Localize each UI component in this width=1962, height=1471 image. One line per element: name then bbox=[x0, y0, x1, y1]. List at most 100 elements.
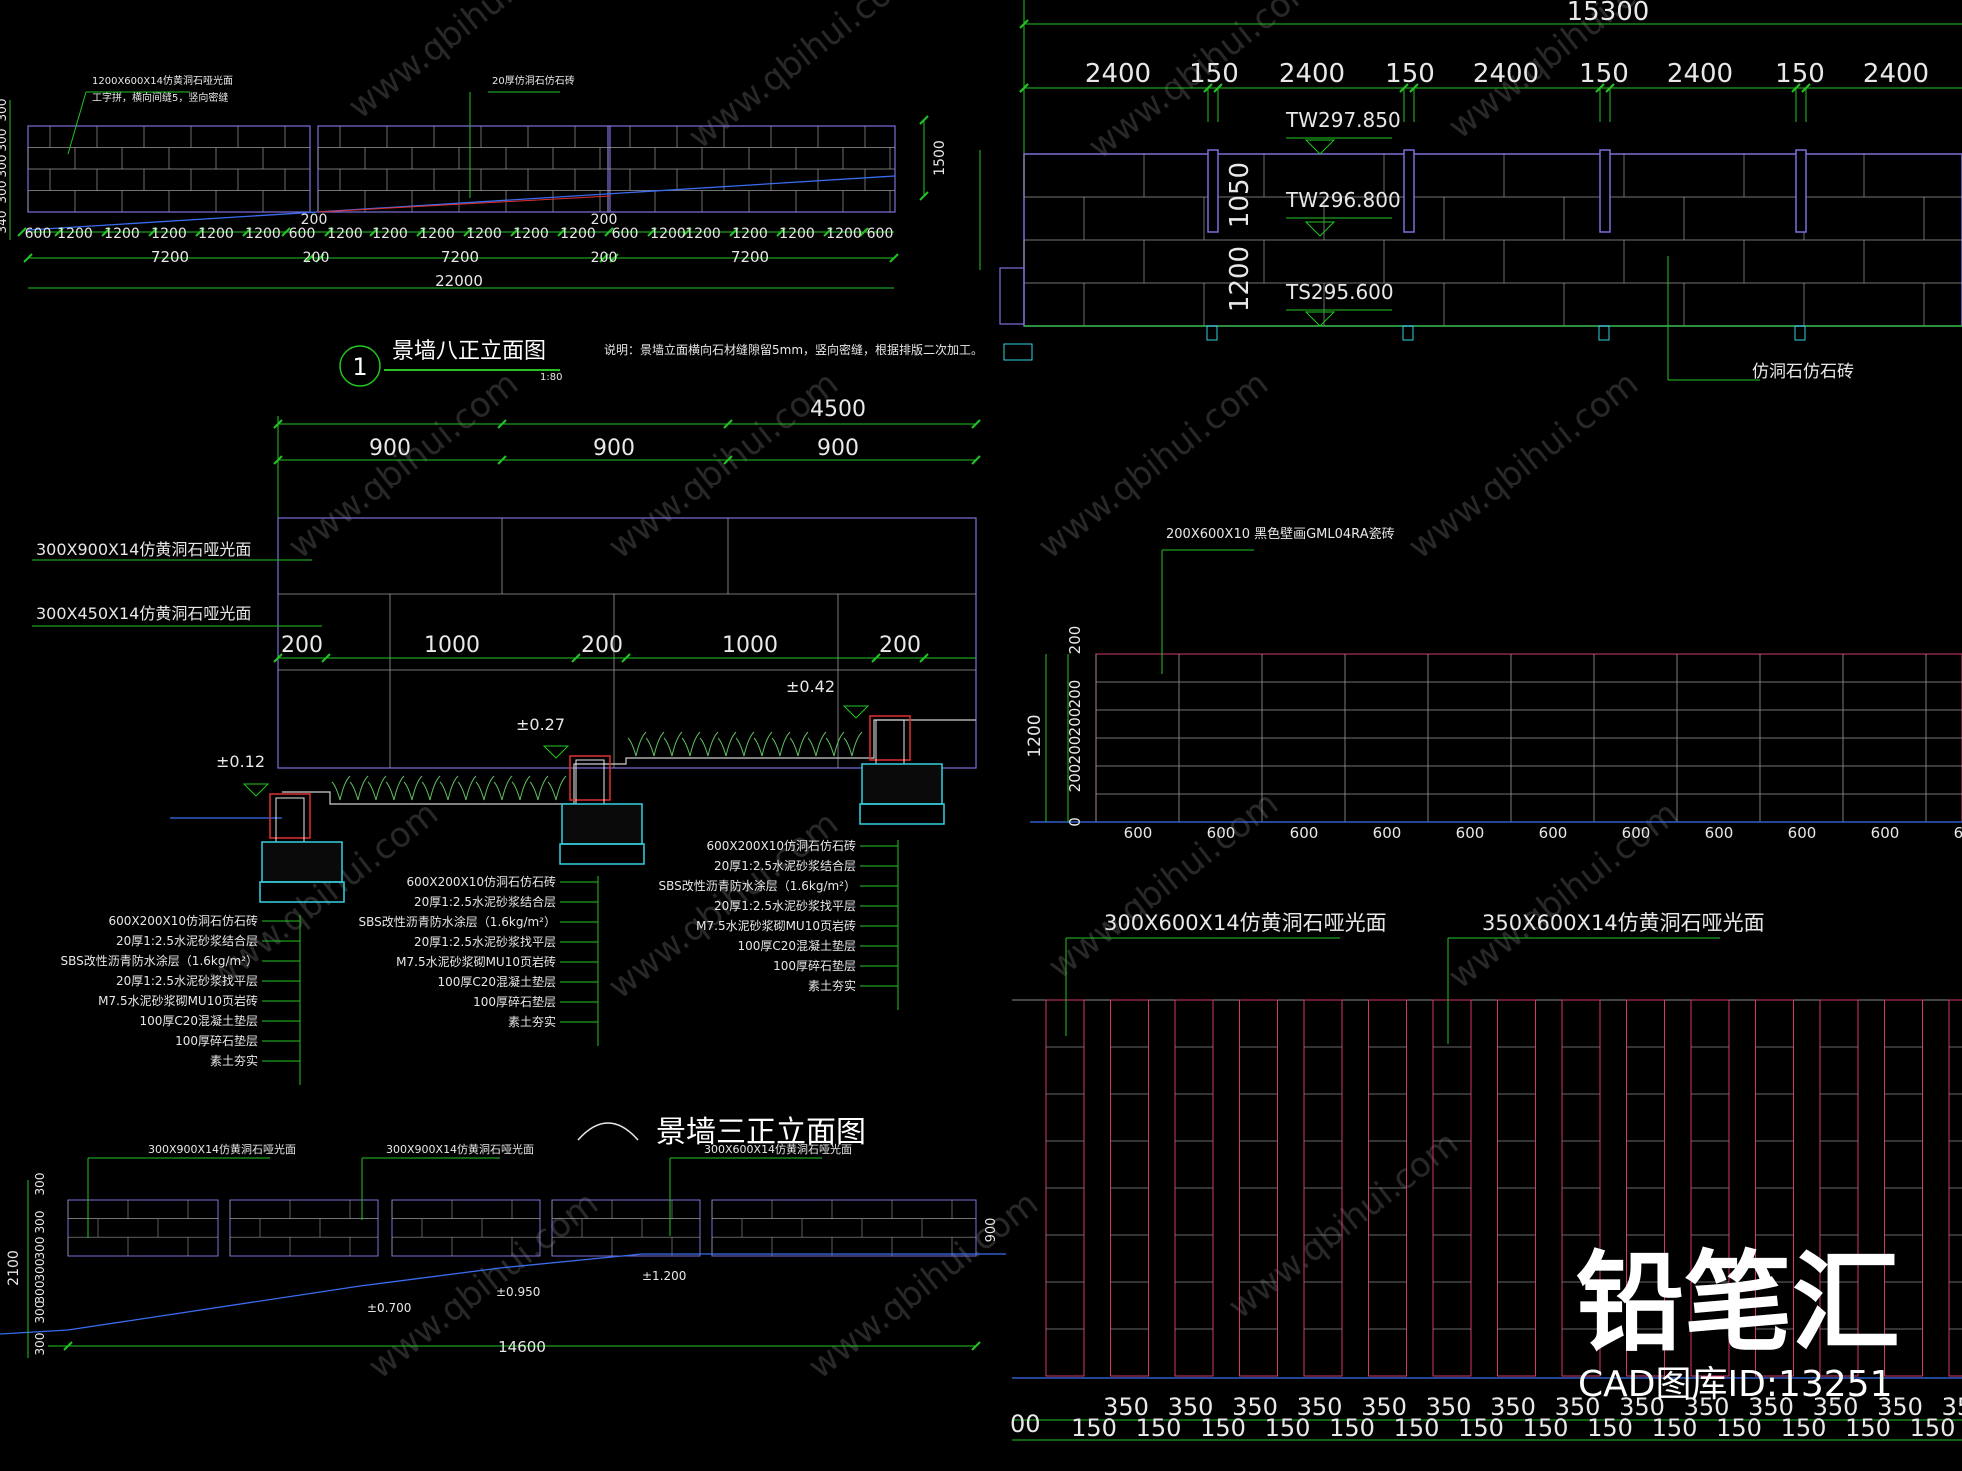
d2-pad bbox=[1402, 325, 1414, 341]
d2-post-footing bbox=[1003, 343, 1033, 361]
d6-upper-dim: 350 bbox=[1684, 1393, 1730, 1421]
d1-row-dim: 1200 bbox=[198, 226, 234, 242]
d6-lower-dim: 150 bbox=[1200, 1414, 1246, 1442]
dim-tick bbox=[305, 253, 315, 263]
d4-bottom-dim: 600 bbox=[1705, 824, 1734, 842]
d3-plant bbox=[807, 731, 827, 757]
d4-label: 200X600X10 黑色壁画GML04RA瓷砖 bbox=[1166, 526, 1395, 542]
drawing-2-linework bbox=[979, 0, 1962, 381]
d5-left-dim: 300 bbox=[33, 1259, 47, 1282]
d6-lower-dim: 150 bbox=[1652, 1414, 1698, 1442]
dim-tick bbox=[971, 455, 981, 465]
d3-top-dim: 900 bbox=[369, 436, 411, 461]
d2-module-dim: 150 bbox=[1579, 59, 1629, 89]
d2-elev-marker bbox=[1304, 221, 1336, 237]
d6-upper-dim: 350 bbox=[1361, 1393, 1407, 1421]
drawing-5-elevation-wall-3: 景墙三正立面图 300X900X14仿黄洞石哑光面 300X900X14仿黄洞石… bbox=[0, 1115, 1006, 1358]
d3-elev-marker bbox=[242, 783, 270, 797]
d3-layer-label: M7.5水泥砂浆砌MU10页岩砖 bbox=[696, 918, 856, 933]
d6-label-2: 350X600X14仿黄洞石哑光面 bbox=[1482, 911, 1765, 935]
dim-tick bbox=[776, 227, 786, 237]
d3-mid-dim: 200 bbox=[281, 633, 323, 658]
d4-bottom-dim: 600 bbox=[1124, 824, 1153, 842]
d2-module-dim: 150 bbox=[1189, 59, 1239, 89]
d4-bottom-dim: 600 bbox=[1373, 824, 1402, 842]
d4-bottom-dim: 600 bbox=[1207, 824, 1236, 842]
d5-left-dim: 300 bbox=[33, 1211, 47, 1234]
d6-lower-dim: 150 bbox=[1458, 1414, 1504, 1442]
d6-upper-dim: 350 bbox=[1877, 1393, 1923, 1421]
d3-section-footing bbox=[561, 803, 643, 845]
d3-layer-label: M7.5水泥砂浆砌MU10页岩砖 bbox=[396, 954, 556, 969]
dim-tick bbox=[416, 227, 426, 237]
d1-remark: 说明：景墙立面横向石材缝隙留5mm，竖向密缝，根据排版二次加工。 bbox=[604, 342, 983, 357]
d3-plant bbox=[825, 731, 845, 757]
d3-layer-label: 素土夯实 bbox=[808, 978, 856, 993]
d1-left-stack-dim: 300 bbox=[0, 99, 9, 122]
d5-left-dim: 300 bbox=[33, 1333, 47, 1356]
drawing-4-tile-wall: 200X600X10 黑色壁画GML04RA瓷砖 1200 2002002002… bbox=[1025, 526, 1962, 842]
d3-plant bbox=[645, 731, 665, 757]
dim-tick bbox=[571, 653, 581, 663]
d2-h1: 1050 bbox=[1225, 162, 1255, 228]
d1-row-dim: 1200 bbox=[151, 226, 187, 242]
d3-plant bbox=[475, 775, 495, 801]
d5-label-1: 300X900X14仿黄洞石哑光面 bbox=[148, 1142, 296, 1156]
d5-label-3: 300X600X14仿黄洞石哑光面 bbox=[704, 1142, 852, 1156]
d3-layer-callouts-b: 600X200X10仿洞石仿石砖20厚1:2.5水泥砂浆结合层SBS改性沥青防水… bbox=[359, 874, 556, 1029]
dim-tick bbox=[281, 227, 291, 237]
dim-tick bbox=[273, 653, 283, 663]
dim-tick bbox=[17, 227, 27, 237]
d6-upper-dim: 350 bbox=[1619, 1393, 1665, 1421]
d3-layer-label: 20厚1:2.5水泥砂浆结合层 bbox=[116, 933, 258, 948]
dim-tick bbox=[510, 227, 520, 237]
dim-tick bbox=[919, 191, 929, 201]
d3-layer-label: 素土夯实 bbox=[508, 1014, 556, 1029]
d1-row-dim: 1200 bbox=[419, 226, 455, 242]
d2-notch bbox=[1403, 149, 1415, 233]
d3-elev-c: ±0.42 bbox=[786, 677, 835, 696]
d2-total-dim: 15300 bbox=[1567, 0, 1650, 27]
d1-row-dim: 1200 bbox=[650, 226, 686, 242]
d5-panel bbox=[229, 1199, 379, 1257]
dim-tick bbox=[148, 227, 158, 237]
dim-tick bbox=[101, 227, 111, 237]
d1-height-dim: 1500 bbox=[932, 140, 948, 176]
d5-left-dim: 300 bbox=[33, 1281, 47, 1304]
d1-row-dim: 1200 bbox=[779, 226, 815, 242]
d4-left-dim: 200 bbox=[1066, 708, 1084, 737]
d3-plant bbox=[457, 775, 477, 801]
d2-module-dim: 2400 bbox=[1085, 59, 1151, 89]
d3-plant bbox=[439, 775, 459, 801]
dim-tick bbox=[321, 653, 331, 663]
d3-layer-label: 素土夯实 bbox=[210, 1053, 258, 1068]
d3-plant bbox=[493, 775, 513, 801]
d3-plant bbox=[681, 731, 701, 757]
d1-note-top-left-1: 1200X600X14仿黄洞石哑光面 bbox=[92, 74, 233, 87]
d3-layer-label: 600X200X10仿洞石仿石砖 bbox=[108, 913, 258, 928]
d3-layer-label: 100厚碎石垫层 bbox=[773, 958, 856, 973]
d3-plant bbox=[717, 731, 737, 757]
dim-tick bbox=[919, 653, 929, 663]
d2-pad bbox=[1206, 325, 1218, 341]
d2-module-dim: 150 bbox=[1775, 59, 1825, 89]
d1-red-line bbox=[317, 195, 611, 213]
d5-left-dim: 300 bbox=[33, 1173, 47, 1196]
dim-tick bbox=[557, 227, 567, 237]
d5-elev-1: ±0.700 bbox=[367, 1301, 411, 1315]
d1-group-dim: 200 bbox=[591, 250, 618, 266]
d3-plant bbox=[511, 775, 531, 801]
d3-plant bbox=[421, 775, 441, 801]
d6-lower-dim: 150 bbox=[1136, 1414, 1182, 1442]
d4-bottom-dim: 600 bbox=[1871, 824, 1900, 842]
d2-module-dim: 2400 bbox=[1667, 59, 1733, 89]
d3-layer-callouts-c: 600X200X10仿洞石仿石砖20厚1:2.5水泥砂浆结合层SBS改性沥青防水… bbox=[659, 838, 856, 993]
brand-id-watermark: CAD图库ID:13251 bbox=[1578, 1364, 1892, 1405]
d4-bottom-dim: 600 bbox=[1539, 824, 1568, 842]
dim-tick bbox=[242, 227, 252, 237]
